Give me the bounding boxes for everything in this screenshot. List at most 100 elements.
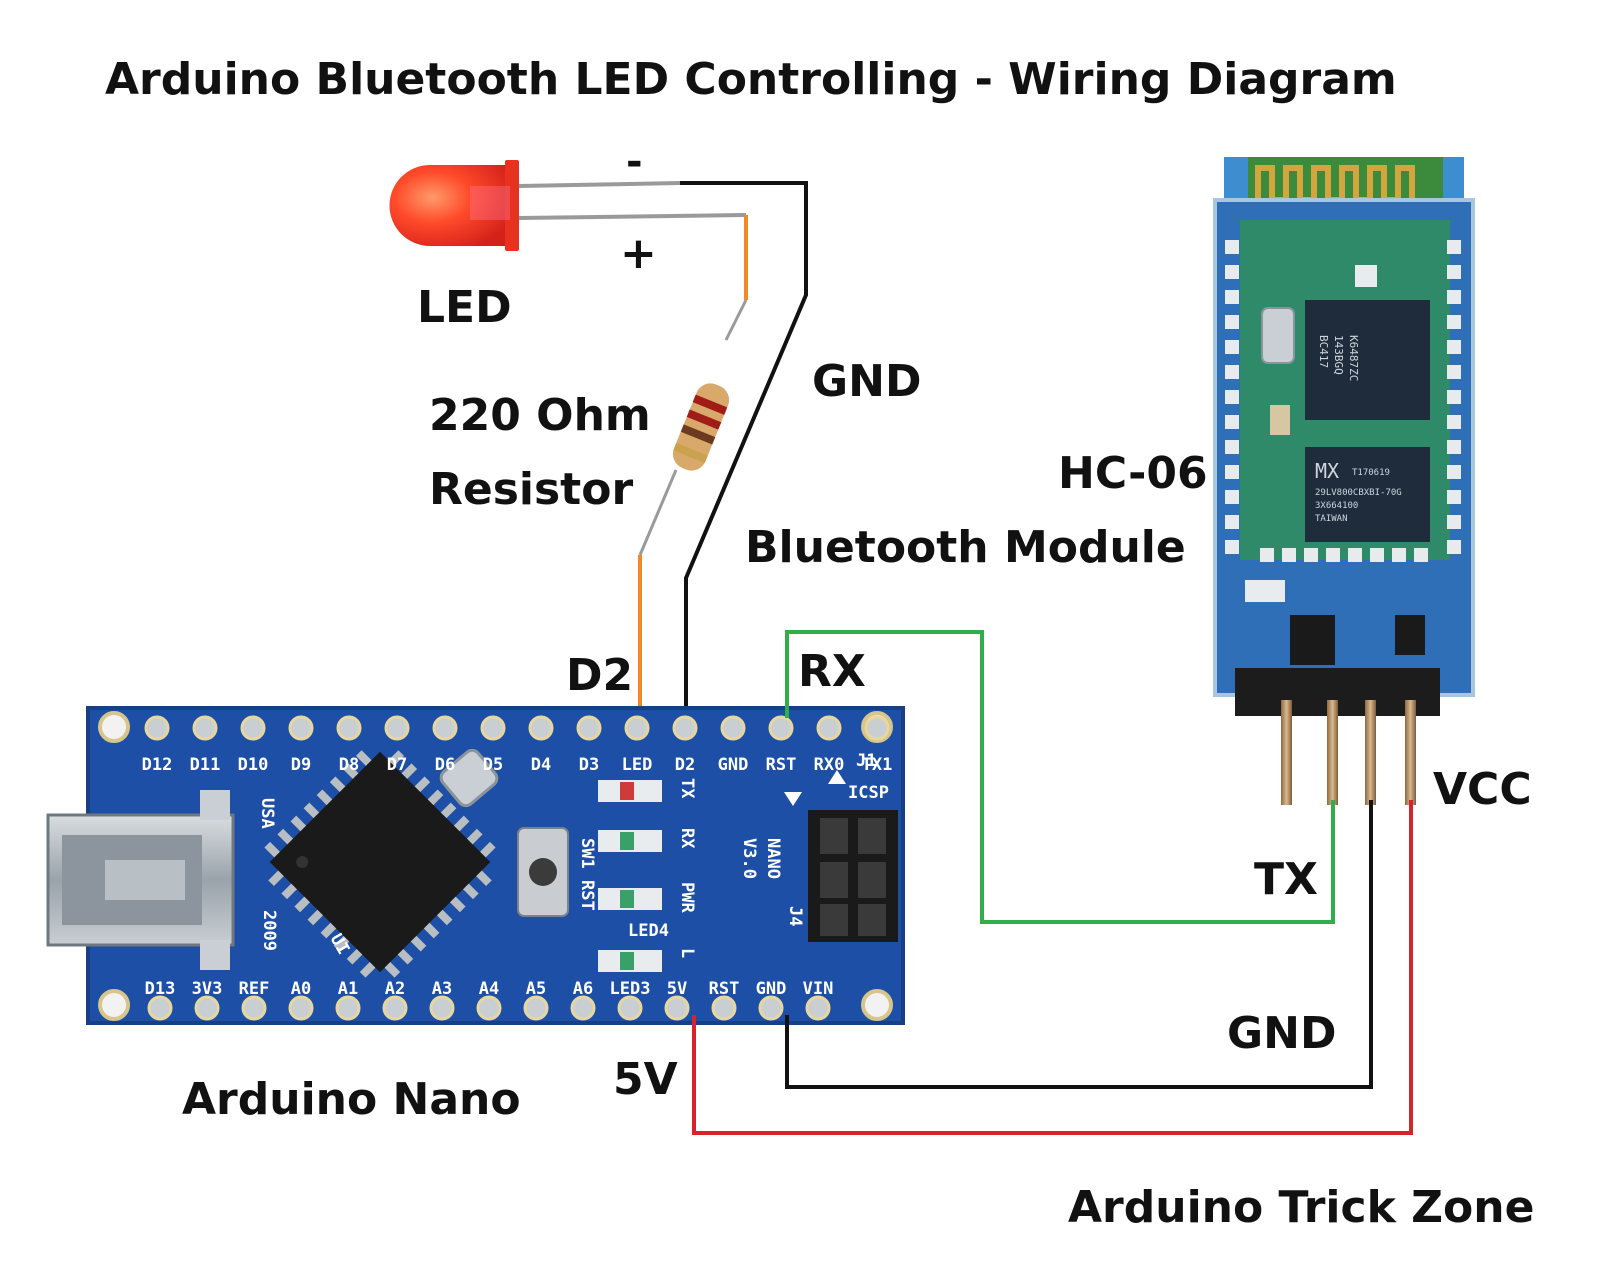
silk-sw1: SW1 (577, 838, 597, 869)
hc06-edge-pad (1447, 515, 1461, 529)
hc06-label: HC-06 (1058, 448, 1208, 499)
rx-label: RX (798, 646, 866, 697)
gnd-led-label: GND (812, 356, 922, 407)
nano-bottom-pin-pad (288, 995, 314, 1021)
nano-top-pin-label: D3 (579, 755, 599, 775)
silk-icsp: ICSP (848, 783, 889, 803)
hc06-edge-pad (1447, 415, 1461, 429)
hc06-edge-pad (1447, 290, 1461, 304)
crystal-icon (439, 748, 499, 808)
tx-label: TX (1254, 854, 1318, 905)
arduino-nano-label: Arduino Nano (182, 1074, 521, 1125)
hc06-edge-pad (1225, 290, 1239, 304)
silk-j1: J1 (856, 751, 876, 771)
nano-top-pin-pad (144, 715, 170, 741)
wire-vcc (692, 800, 1413, 1135)
nano-top-pin-pad (720, 715, 746, 741)
nano-bottom-pin-pad (335, 995, 361, 1021)
bluetooth-module-label: Bluetooth Module (745, 522, 1186, 573)
hc06-edge-pad (1447, 390, 1461, 404)
silk-tx: TX (677, 778, 697, 799)
hc06-edge-pad (1225, 515, 1239, 529)
led-icon (389, 160, 747, 251)
nano-top-pin-label: RX0 (814, 755, 845, 775)
nano-top-pin-pad (816, 715, 842, 741)
hc06-edge-pad (1225, 465, 1239, 479)
nano-top-pin-label: GND (718, 755, 749, 775)
nano-bottom-pin-label: LED3 (610, 979, 651, 999)
silk-pwr: PWR (677, 882, 697, 913)
hc06-edge-pad (1447, 490, 1461, 504)
hc06-chip1-line1: BC417 (1317, 335, 1330, 368)
hc06-edge-pad (1447, 240, 1461, 254)
wire-d2-led (638, 215, 748, 716)
hc06-edge-pad (1447, 340, 1461, 354)
hc06-bottom-pad (1370, 548, 1384, 562)
hc06-bottom-pad (1414, 548, 1428, 562)
silk-rx: RX (677, 828, 697, 849)
wire-gnd-bt (785, 800, 1373, 1089)
nano-bottom-pin-label: A6 (573, 979, 593, 999)
nano-top-pin-pad (384, 715, 410, 741)
nano-top-pin-pad (624, 715, 650, 741)
silk-rst: RST (577, 880, 597, 911)
nano-bottom-pin-label: A0 (291, 979, 311, 999)
wire-gnd-led (680, 181, 808, 716)
five-v-label: 5V (613, 1054, 678, 1105)
silk-led4: LED4 (628, 921, 669, 941)
nano-top-pin-pad (192, 715, 218, 741)
nano-top-pin-label: LED (622, 755, 653, 775)
nano-top-pin-label: D7 (387, 755, 407, 775)
hc06-edge-pad (1225, 390, 1239, 404)
nano-top-pin-label: TX1 (862, 755, 893, 775)
nano-bottom-pin-label: RST (709, 979, 740, 999)
hc06-edge-pad (1225, 440, 1239, 454)
nano-bottom-pin-label: 3V3 (192, 979, 223, 999)
hc06-bottom-pad (1326, 548, 1340, 562)
nano-bottom-pin-label: A2 (385, 979, 405, 999)
nano-bottom-pin-pad (476, 995, 502, 1021)
nano-top-pin-label: D2 (675, 755, 695, 775)
nano-top-pin-pad (864, 715, 890, 741)
nano-top-pin-label: D11 (190, 755, 221, 775)
hc06-chip2-brand: MX (1315, 459, 1339, 483)
vcc-label: VCC (1433, 764, 1532, 815)
nano-bottom-pin-label: VIN (803, 979, 834, 999)
nano-top-pin-label: D12 (142, 755, 173, 775)
hc06-edge-pad (1447, 465, 1461, 479)
nano-bottom-pin-pad (711, 995, 737, 1021)
nano-top-pin-label: D9 (291, 755, 311, 775)
hc06-edge-pad (1225, 415, 1239, 429)
nano-bottom-pin-pad (382, 995, 408, 1021)
nano-top-pin-label: D10 (238, 755, 269, 775)
reset-button-icon (517, 827, 569, 917)
hc06-chip2-line1: T170619 (1352, 468, 1390, 478)
nano-bottom-pin-pad (758, 995, 784, 1021)
hc06-bottom-pad (1282, 548, 1296, 562)
hc06-module: BC417 143BGQ K6487ZC MX T170619 29LV800C… (1213, 157, 1475, 805)
nano-top-pin-label: D4 (531, 755, 551, 775)
nano-bottom-pin-pad (523, 995, 549, 1021)
silk-l: L (677, 948, 697, 958)
nano-bottom-pin-label: GND (756, 979, 787, 999)
nano-top-pin-pad (768, 715, 794, 741)
nano-bottom-pin-pad (664, 995, 690, 1021)
hc06-edge-pad (1225, 315, 1239, 329)
nano-top-pin-pad (432, 715, 458, 741)
silk-j4: J4 (785, 906, 805, 926)
watermark-label: Arduino Trick Zone (1068, 1182, 1535, 1233)
hc06-chip1-line2: 143BGQ (1332, 335, 1345, 375)
wire-rx (785, 630, 1335, 924)
hc06-edge-pad (1225, 365, 1239, 379)
hc06-edge-pad (1225, 490, 1239, 504)
nano-top-pin-label: D8 (339, 755, 359, 775)
hc06-bottom-pad (1392, 548, 1406, 562)
hc06-edge-pad (1447, 265, 1461, 279)
nano-top-pin-pad (240, 715, 266, 741)
hc06-chip2-line4: TAIWAN (1315, 514, 1348, 524)
hc06-edge-pad (1225, 265, 1239, 279)
hc06-bottom-pad (1260, 548, 1274, 562)
nano-bottom-pin-label: A5 (526, 979, 546, 999)
nano-top-pin-pad (528, 715, 554, 741)
